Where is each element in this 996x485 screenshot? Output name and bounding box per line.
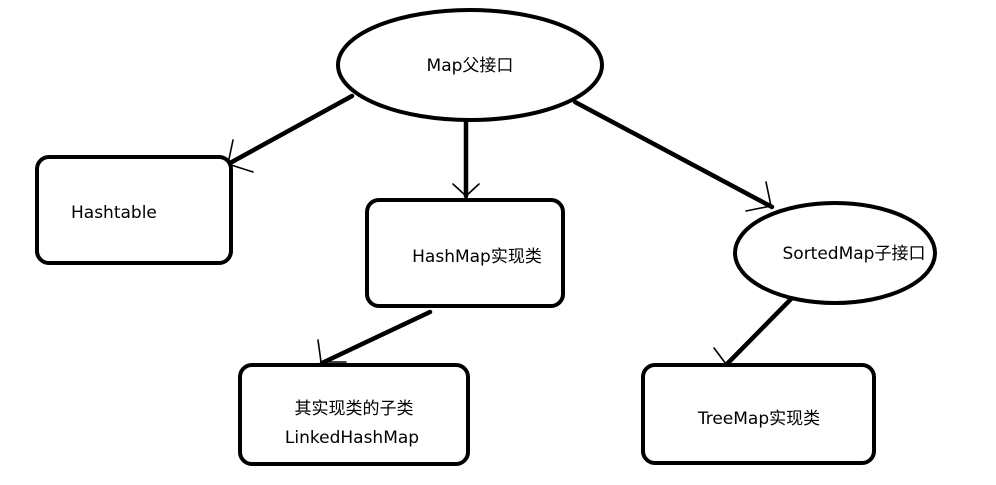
edges [227, 93, 795, 367]
node-treemap: TreeMap实现类 [641, 363, 876, 465]
treemap-label: TreeMap实现类 [697, 409, 820, 429]
treemap-box [641, 363, 876, 465]
linkedhashmap-box [238, 363, 470, 466]
node-hashmap: HashMap实现类 [365, 198, 565, 308]
hashmap-box [365, 198, 565, 308]
arrowhead-hashmap [452, 183, 480, 198]
edge-hashmap-to-linkedhashmap [319, 309, 433, 366]
linkedhashmap-line1: 其实现类的子类 [295, 399, 414, 419]
edge-sortedmap-to-treemap [724, 295, 795, 367]
map-interface-ellipse [336, 8, 604, 122]
node-map-interface: Map父接口 [336, 8, 604, 122]
hashmap-label: HashMap实现类 [412, 247, 542, 267]
edge-map-to-hashtable [227, 93, 355, 166]
node-linkedhashmap: 其实现类的子类 LinkedHashMap [238, 363, 470, 466]
sortedmap-ellipse [733, 201, 937, 305]
arrowhead-sortedmap [745, 181, 772, 212]
node-hashtable: Hashtable [35, 155, 233, 265]
hashtable-label: Hashtable [71, 203, 157, 223]
map-interface-label: Map父接口 [427, 56, 514, 76]
arrowhead-linkedhashmap [317, 339, 347, 363]
edge-map-to-sortedmap [572, 99, 775, 210]
sortedmap-label: SortedMap子接口 [783, 244, 926, 264]
linkedhashmap-line2: LinkedHashMap [285, 428, 419, 448]
hashtable-box [35, 155, 233, 265]
node-sortedmap: SortedMap子接口 [733, 201, 937, 305]
